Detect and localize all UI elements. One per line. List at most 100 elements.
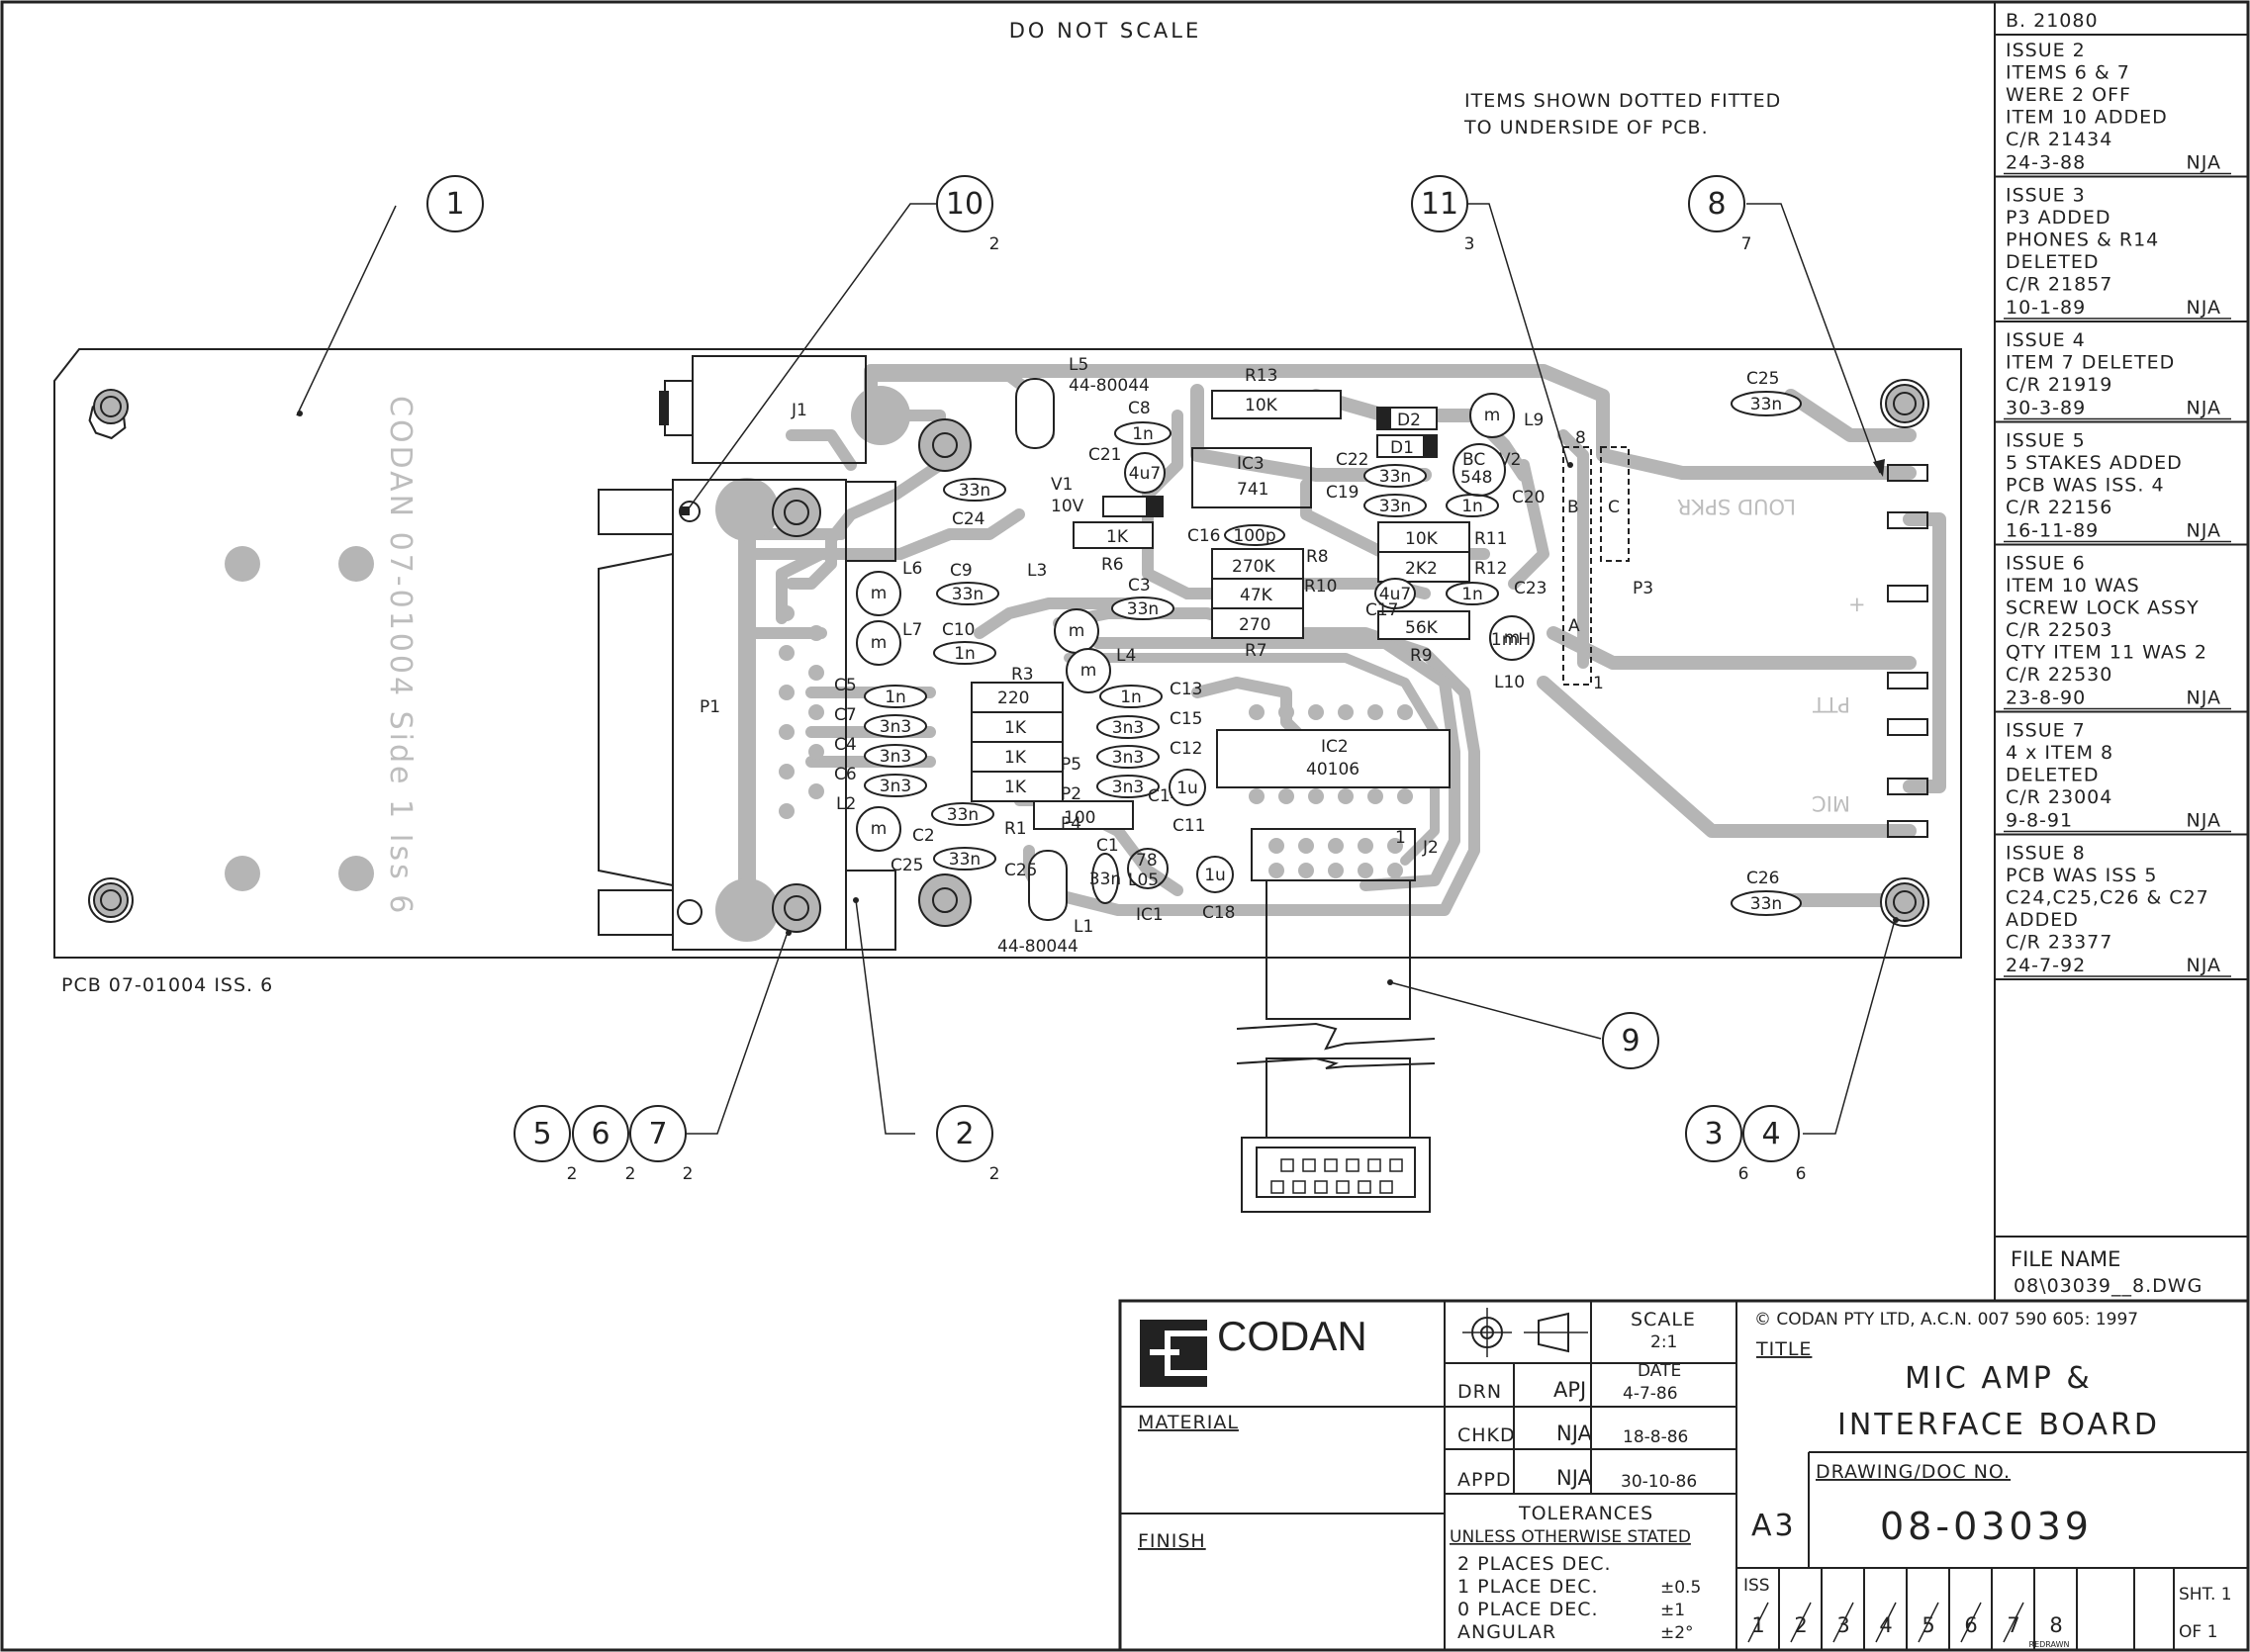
capacitor-ref: C7: [834, 705, 857, 725]
svg-text:IC1: IC1: [1136, 905, 1164, 925]
inductor-ref: L7: [902, 620, 922, 640]
svg-text:270K: 270K: [1232, 557, 1275, 577]
ic2: IC2 40106: [1216, 729, 1451, 788]
issue-strike: [2003, 1602, 2024, 1643]
svg-text:D2: D2: [1397, 411, 1421, 430]
svg-text:44-80044: 44-80044: [1069, 376, 1150, 396]
capacitor-ref: C23: [1514, 579, 1547, 598]
revision-line: C/R 21919: [2006, 374, 2112, 396]
balloon-number: 5: [532, 1117, 551, 1151]
revision-line: C24,C25,C26 & C27: [2006, 887, 2209, 909]
bc548-transistor: BC 548 V2: [1453, 443, 1521, 497]
issue-2: 2: [1794, 1613, 1807, 1637]
svg-text:1K: 1K: [1004, 778, 1027, 797]
balloon-4: [1742, 1105, 1800, 1162]
revision-line: SCREW LOCK ASSY: [2006, 597, 2200, 619]
title-label: TITLE: [1755, 1338, 1812, 1360]
balloon-number: 2: [955, 1117, 974, 1151]
svg-text:78: 78: [1136, 851, 1158, 871]
issue-strike: [1832, 1602, 1854, 1643]
balloon-number: 9: [1621, 1024, 1640, 1058]
inductor-ref: L6: [902, 559, 922, 579]
inductor-mark: m: [871, 819, 888, 839]
revision-line: ITEM 10 ADDED: [2006, 107, 2168, 129]
capacitor-body: [1099, 685, 1163, 708]
revision-line: ADDED: [2006, 909, 2079, 931]
balloon-qty: 6: [1738, 1164, 1749, 1184]
issue-strike: [1960, 1602, 1982, 1643]
capacitor-ref: C24: [952, 509, 985, 529]
capacitor-body: [1096, 775, 1160, 798]
capacitor-ref: C26: [1746, 869, 1780, 888]
capacitor-ref: C12: [1170, 739, 1203, 759]
sheet-of: OF 1: [2179, 1622, 2217, 1642]
svg-text:J1: J1: [791, 401, 807, 420]
capacitor-ref: C16: [1187, 526, 1221, 546]
capacitor-ref: C17: [1365, 600, 1399, 620]
scale-value: 2:1: [1650, 1332, 1677, 1352]
chkd-date: 18-8-86: [1623, 1427, 1688, 1447]
revision-line: ISSUE 2: [2006, 40, 2086, 61]
svg-text:L05: L05: [1128, 871, 1159, 890]
capacitor-ref: C25: [1746, 369, 1780, 389]
capacitor-value: 33n: [1089, 870, 1121, 889]
revision-date: 9-8-91: [2006, 810, 2073, 832]
capacitor-ref: C8: [1128, 399, 1151, 418]
capacitor-value: 1u: [1204, 866, 1226, 885]
svg-text:V2: V2: [1499, 450, 1521, 470]
revision-date: 24-7-92: [2006, 955, 2086, 976]
inductor-ref: L10: [1494, 673, 1525, 692]
balloon-qty: 3: [1464, 234, 1475, 254]
balloon-number: 8: [1707, 187, 1726, 222]
capacitor-body: [1124, 452, 1166, 494]
date-label: DATE: [1638, 1361, 1681, 1381]
revision-date: 16-11-89: [2006, 520, 2099, 542]
revision-line: C/R 21434: [2006, 129, 2112, 150]
tolerance-value: ±1: [1660, 1601, 1685, 1620]
sheet-number: SHT. 1: [2179, 1585, 2232, 1605]
issue-strike: [1918, 1602, 1939, 1643]
svg-text:10K: 10K: [1405, 529, 1439, 549]
ref-label: P5: [1061, 755, 1081, 775]
tolerance-label: 1 PLACE DEC.: [1457, 1576, 1599, 1598]
capacitor-body: [1731, 391, 1802, 416]
svg-text:1K: 1K: [1004, 748, 1027, 768]
revision-date: 24-3-88: [2006, 152, 2086, 174]
revision-by: NJA: [2187, 520, 2221, 542]
capacitor-ref: C21: [1088, 445, 1122, 465]
capacitor-value: 3n3: [880, 777, 911, 796]
issue-7: 7: [2007, 1613, 2019, 1637]
paper-size: A3: [1751, 1509, 1797, 1543]
inductor-mark: m: [1484, 406, 1501, 425]
balloon-qty: 6: [1796, 1164, 1807, 1184]
capacitor-value: 1n: [885, 688, 906, 707]
capacitor-value: 33n: [949, 850, 981, 870]
svg-text:C: C: [1608, 498, 1620, 517]
issue-4: 4: [1879, 1613, 1892, 1637]
svg-text:40106: 40106: [1306, 760, 1359, 780]
balloon-number: 7: [648, 1117, 667, 1151]
silk-ptt: PTT: [1813, 692, 1850, 716]
revision-line: WERE 2 OFF: [2006, 84, 2131, 106]
svg-text:R7: R7: [1245, 641, 1267, 661]
pcb-label: PCB 07-01004 ISS. 6: [61, 974, 273, 996]
capacitor-ref: C18: [1202, 903, 1236, 923]
capacitor-value: 33n: [1750, 894, 1782, 914]
title-block: CODAN MATERIAL FINISH SCALE 2:1 DATE DRN…: [1118, 1299, 2250, 1652]
capacitor-value: 33n: [1379, 467, 1411, 487]
j1-connector: J1: [659, 355, 867, 464]
balloon-number: 11: [1421, 187, 1458, 222]
capacitor-body: [1224, 524, 1285, 546]
inductor-mark: m: [1080, 661, 1097, 681]
inductor-body: [856, 806, 901, 852]
leader-lines: [296, 203, 1899, 1135]
issue-5: 5: [1922, 1613, 1934, 1637]
capacitor-body: [1091, 853, 1119, 904]
balloon-qty: 7: [1741, 234, 1752, 254]
appd-label: APPD: [1457, 1469, 1512, 1491]
issue-1: 1: [1751, 1613, 1764, 1637]
